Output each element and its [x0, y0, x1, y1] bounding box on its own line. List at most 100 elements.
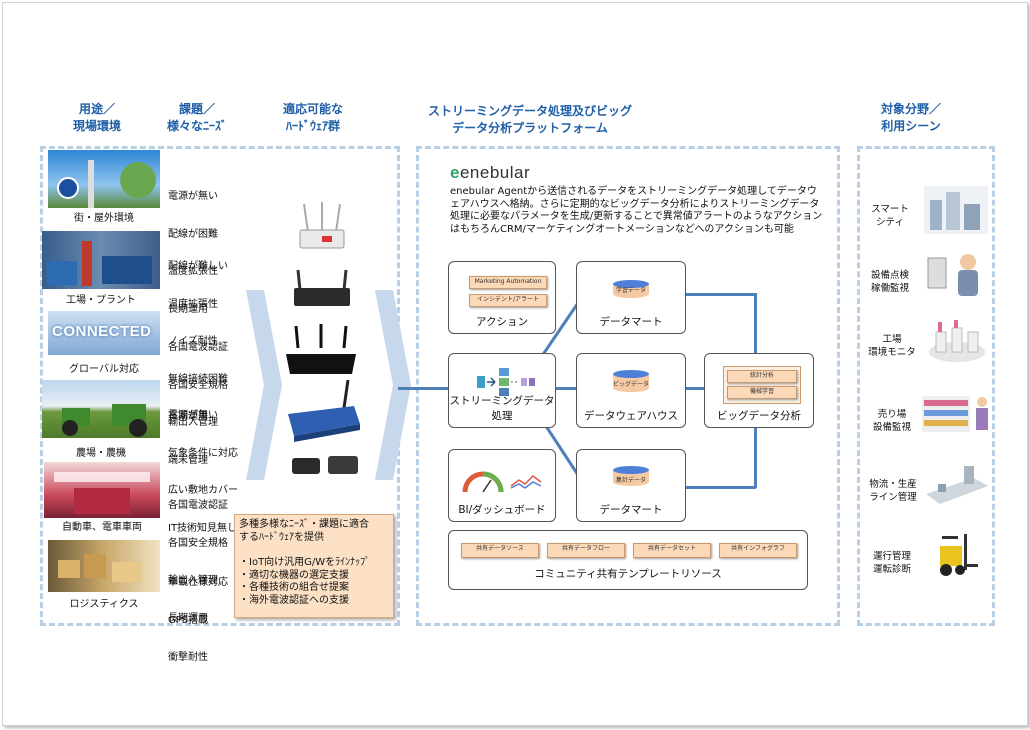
- wifi-router-icon: [286, 324, 356, 374]
- connector-line: [398, 387, 448, 390]
- connector-line: [754, 293, 757, 353]
- database-icon: [613, 370, 649, 392]
- connected-text: CONNECTED: [52, 323, 152, 340]
- photo-global: CONNECTED: [48, 311, 160, 355]
- connector-line: [686, 293, 756, 296]
- box-label: BI/ダッシュボード: [458, 504, 546, 516]
- scene-label: スマートシティ: [871, 204, 909, 228]
- issue-item: 無線接続困難: [168, 373, 228, 385]
- scenes-panel: [857, 146, 995, 626]
- box-label: データマート: [599, 316, 663, 328]
- header-line: 利用シーン: [881, 119, 941, 133]
- database-icon: [613, 466, 649, 486]
- note-bullet: ・適切な機器の選定支援: [239, 569, 349, 581]
- issue-item: 温度拡張性: [168, 266, 218, 277]
- db-tag: ビッグデータ: [612, 381, 649, 388]
- database-icon: [613, 280, 649, 298]
- connector-line: [556, 387, 576, 390]
- note-bullet: ・IoT向け汎用G/Wをﾗｲﾝﾅｯﾌﾟ: [239, 557, 371, 568]
- factory-monitor-icon: [929, 320, 985, 362]
- note-line: するﾊｰﾄﾞｳｪｱを提供: [239, 531, 324, 543]
- header-use-case: 用途／ 現場環境: [52, 101, 142, 135]
- logo-text: enebular: [459, 163, 531, 182]
- photo-train: [44, 462, 160, 518]
- issue-item: 輸出入管理: [168, 417, 218, 428]
- box-warehouse: ビッグデータ データウェアハウス: [576, 353, 686, 428]
- enebular-logo: eenebular: [450, 163, 530, 183]
- tag-shared-infograph: 共有インフォグラフ: [719, 543, 797, 558]
- dashboard-icon: [462, 471, 542, 493]
- issue-item: 電源が無い: [168, 191, 218, 202]
- scene-label: 運行管理運転診断: [872, 551, 911, 575]
- issue-item: 各国電波認証: [168, 342, 228, 353]
- hardware-note: 多種多様なﾆｰｽﾞ・課題に適合 するﾊｰﾄﾞｳｪｱを提供 ・IoT向け汎用G/W…: [234, 514, 394, 618]
- photo-factory: [42, 231, 160, 289]
- smart-city-icon: [924, 186, 988, 234]
- logistics-line-icon: [926, 466, 988, 504]
- photo-farm: [42, 380, 160, 438]
- box-datamart-2: 集計データ データマート: [576, 449, 686, 522]
- scene-label: 物流・生産ライン管理: [869, 479, 917, 503]
- issue-list: 配線が難しい 温度拡張性 ノイズ耐性 無線接続困難 長期運用: [168, 236, 228, 436]
- issue-item: 配線が難しい: [168, 261, 228, 272]
- box-label: コミュニティ共有テンプレートリソース: [534, 568, 722, 580]
- issue-list: 各国電波認証 各国安全規格 輸出入管理 端末管理: [168, 317, 228, 480]
- issue-item: 配線が困難: [168, 228, 218, 240]
- box-bigdata: 統計分析 機械学習 ビッグデータ分析: [704, 353, 814, 428]
- connector-diagonals: [540, 299, 582, 479]
- use-case-caption: ロジスティクス: [69, 599, 139, 610]
- connector-line: [686, 387, 704, 390]
- issue-item: 各国電波認証: [168, 500, 228, 511]
- box-label: ストリーミングデータ処理: [449, 395, 555, 422]
- box-datamart-1: 学習データ データマート: [576, 261, 686, 334]
- issue-list: 電源が無い 気象条件に対応 広い敷地カバー IT技術知見無し: [168, 385, 238, 548]
- header-line: 現場環境: [72, 119, 121, 133]
- connector-line: [754, 428, 757, 488]
- issue-item: 衝撃耐性: [168, 652, 208, 663]
- issue-list: 各国電波認証 各国安全規格 輸出入管理 長期運用: [168, 475, 228, 638]
- gateway-antenna-icon: [299, 202, 345, 249]
- router-black-icon: [294, 269, 350, 306]
- connector-line: [686, 486, 756, 489]
- db-tag: 学習データ: [615, 287, 646, 294]
- photo-logistics: [48, 540, 160, 592]
- issue-item: 広い敷地カバー: [168, 485, 238, 496]
- issue-item: GPS搭載: [168, 614, 209, 626]
- issue-item: 各国安全規格: [168, 379, 228, 391]
- header-line: 様々なﾆｰｽﾞ: [166, 119, 227, 133]
- box-label: アクション: [476, 316, 528, 328]
- issue-item: 長期運用: [168, 612, 208, 624]
- issue-item: 端末管理: [168, 454, 208, 466]
- issue-item: IT技術知見無し: [168, 522, 238, 534]
- issue-item: ノイズ耐性: [168, 336, 218, 347]
- photo-street: [48, 150, 160, 208]
- issue-item: 長期運用: [168, 411, 208, 422]
- tag-ml: 機械学習: [727, 386, 797, 399]
- chevron-arrow: [375, 290, 411, 480]
- box-bi: BI/ダッシュボード: [448, 449, 556, 522]
- tag-alert: インシデント/アラート: [469, 294, 547, 307]
- box-community: 共有データソース 共有データフロー 共有データセット 共有インフォグラフ コミュ…: [448, 530, 808, 590]
- box-label: データウェアハウス: [583, 410, 679, 422]
- issue-item: 各国安全規格: [168, 537, 228, 549]
- header-hardware: 適応可能な ﾊｰﾄﾞｳｪｱ群: [268, 101, 358, 135]
- note-line: 多種多様なﾆｰｽﾞ・課題に適合: [239, 519, 369, 530]
- header-platform: ストリーミングデータ処理及びビッグ データ分析プラットフォーム: [410, 103, 650, 137]
- use-case-caption: 工場・プラント: [66, 295, 136, 306]
- note-bullet: ・各種技術の組合せ提案: [239, 582, 349, 593]
- forklift-icon: [940, 534, 978, 576]
- tag-shared-source: 共有データソース: [461, 543, 539, 558]
- platform-panel: [416, 146, 840, 626]
- logo-mark: e: [450, 163, 460, 182]
- chevron-arrow: [246, 290, 282, 480]
- header-line: ﾊｰﾄﾞｳｪｱ群: [285, 119, 340, 133]
- db-tag: 集計データ: [615, 477, 646, 484]
- issue-item: 気象条件に対応: [168, 447, 238, 459]
- header-line: データ分析プラットフォーム: [452, 121, 608, 135]
- tag-shared-dataset: 共有データセット: [633, 543, 711, 558]
- header-scenes: 対象分野／ 利用シーン: [866, 101, 956, 135]
- header-line: 対象分野／: [880, 102, 941, 116]
- header-line: 用途／: [78, 102, 115, 116]
- box-label: ビッグデータ分析: [717, 410, 801, 422]
- scene-label: 売り場設備監視: [872, 409, 911, 433]
